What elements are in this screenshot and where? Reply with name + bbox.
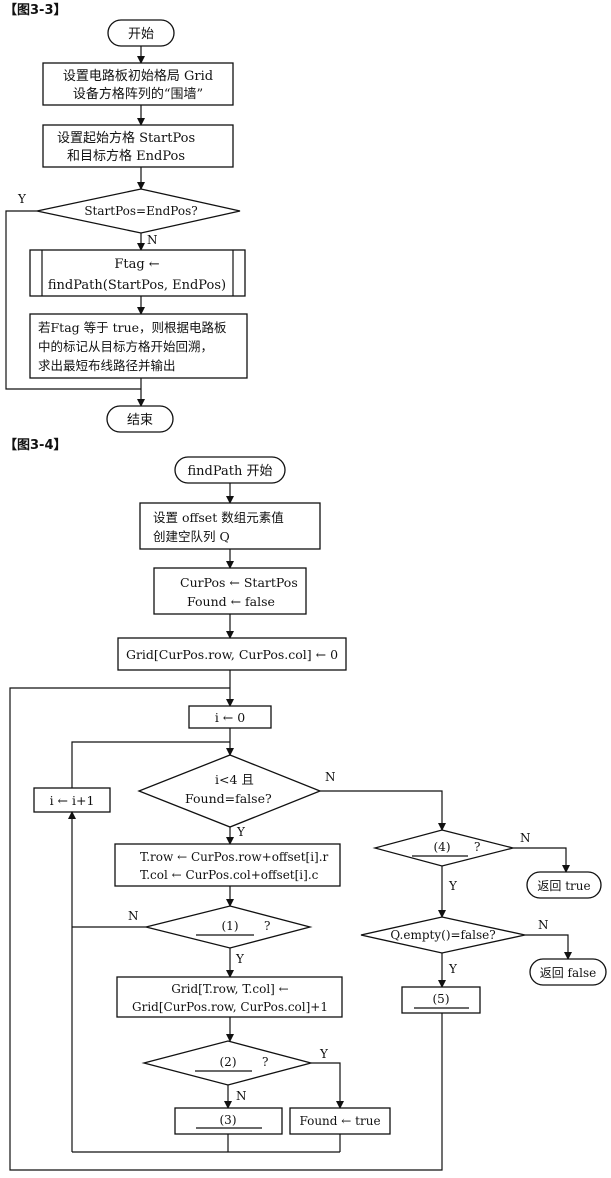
blank-3-label: (3) — [220, 1113, 237, 1127]
end-terminal — [106, 405, 174, 433]
grid-t-line1: Grid[T.row, T.col] ← — [171, 982, 288, 996]
init-grid-box — [42, 62, 234, 106]
init-grid-line2: 设备方格阵列的“围墙” — [73, 86, 203, 102]
decision-2-label: (2) — [220, 1055, 237, 1069]
queue-empty-label: Q.empty()=false? — [390, 928, 495, 942]
decision-1-qmark: ? — [264, 919, 270, 933]
queue-empty-yes-label: Y — [448, 962, 458, 976]
findpath-call-line1: Ftag ← — [114, 257, 159, 272]
yes-path-to-end — [5, 210, 141, 390]
offset-line1: 设置 offset 数组元素值 — [153, 510, 284, 525]
return-true-terminal — [526, 871, 602, 899]
decision-4-yes-label: Y — [448, 879, 458, 893]
backtrack-line1: 若Ftag 等于 true，则根据电路板 — [38, 320, 227, 335]
end-label: 结束 — [127, 413, 153, 428]
i-zero-label: i ← 0 — [215, 710, 245, 725]
grid-t-line2: Grid[CurPos.row, CurPos.col]+1 — [132, 1000, 328, 1014]
decision-no-label: N — [147, 233, 158, 247]
decision-yes-label: Y — [17, 192, 27, 206]
set-start-line1: 设置起始方格 StartPos — [57, 130, 195, 146]
found-true-label: Found ← true — [299, 1114, 380, 1128]
curpos-init-box — [153, 567, 307, 615]
findpath-call-box — [29, 249, 246, 297]
decision-2-no-label: N — [236, 1089, 247, 1103]
curpos-line1: CurPos ← StartPos — [180, 575, 298, 590]
blank-3-box — [174, 1107, 283, 1135]
i-increment-box — [33, 787, 111, 813]
compute-t-box — [114, 843, 341, 887]
loop-cond-line2: Found=false? — [185, 791, 272, 806]
decision-2-yes-label: Y — [319, 1047, 329, 1061]
grid-start-zero-label: Grid[CurPos.row, CurPos.col] ← 0 — [126, 647, 338, 662]
decision-4-qmark: ? — [474, 840, 480, 854]
grid-start-zero-box — [117, 637, 347, 671]
curpos-line2: Found ← false — [187, 594, 275, 609]
queue-empty-no-label: N — [538, 918, 549, 932]
loop-cond-line1: i<4 且 — [215, 772, 254, 787]
findpath-start-label: findPath 开始 — [187, 464, 272, 479]
decision-4-no-label: N — [520, 831, 531, 845]
arrow-loopcond-no-to-4 — [320, 790, 446, 831]
decision-1-label: (1) — [222, 919, 239, 933]
blank-5-box — [401, 986, 481, 1014]
init-grid-line1: 设置电路板初始格局 Grid — [63, 68, 213, 84]
return-false-label: 返回 false — [540, 966, 597, 980]
offset-queue-box — [139, 502, 321, 550]
return-false-terminal — [529, 958, 607, 986]
backtrack-line3: 求出最短布线路径并输出 — [38, 358, 176, 373]
figure-3-3-caption: 【图3-3】 — [4, 2, 67, 18]
decision-1-no-label: N — [128, 909, 139, 923]
set-start-line2: 和目标方格 EndPos — [67, 148, 185, 164]
decision-startpos-label: StartPos=EndPos? — [84, 204, 197, 218]
loop-cond-yes-label: Y — [236, 825, 246, 839]
decision-2-qmark: ? — [262, 1055, 268, 1069]
decision-1-yes-label: Y — [235, 952, 245, 966]
decision-4-label: (4) — [434, 840, 451, 854]
i-increment-label: i ← i+1 — [50, 793, 95, 808]
findpath-call-line2: findPath(StartPos, EndPos) — [48, 278, 226, 293]
arrow-qempty-no-to-return-false — [525, 934, 572, 960]
offset-line2: 创建空队列 Q — [153, 529, 230, 544]
blank-5-label: (5) — [433, 992, 450, 1006]
backtrack-output-box — [29, 313, 248, 379]
arrow-4-no-to-return-true — [513, 847, 570, 873]
backtrack-line2: 中的标记从目标方格开始回溯， — [38, 339, 213, 354]
outer-loop-return-line — [9, 687, 443, 1171]
inner-loop-return-line — [71, 741, 230, 788]
compute-t-line1: T.row ← CurPos.row+offset[i].r — [140, 850, 329, 864]
return-true-label: 返回 true — [537, 879, 590, 893]
start-label: 开始 — [128, 27, 154, 42]
loop-cond-no-label: N — [325, 770, 336, 784]
compute-t-line2: T.col ← CurPos.col+offset[i].c — [140, 868, 319, 882]
grid-t-assign-box — [116, 976, 343, 1018]
figure-3-4-caption: 【图3-4】 — [4, 437, 67, 453]
set-start-end-box — [42, 124, 234, 168]
arrow-2-yes-to-found — [311, 1062, 344, 1109]
